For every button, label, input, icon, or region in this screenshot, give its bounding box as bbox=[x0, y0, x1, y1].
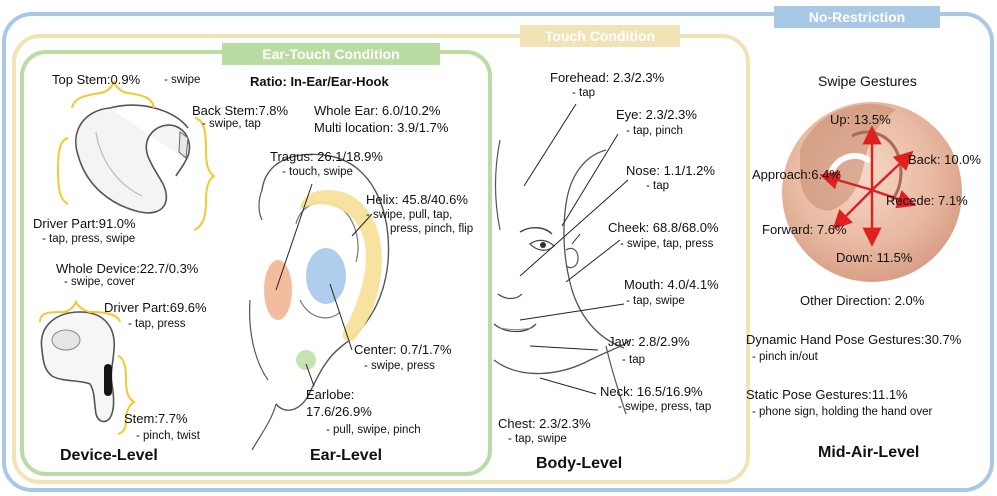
recede-label: Recede: 7.1% bbox=[886, 193, 968, 208]
no-restriction-tab: No-Restriction bbox=[774, 6, 940, 28]
helix-label: Helix: 45.8/40.6% bbox=[366, 192, 468, 207]
center-region bbox=[306, 248, 346, 304]
face-illustration bbox=[494, 140, 630, 414]
eye-label: Eye: 2.3/2.3% bbox=[616, 107, 697, 122]
back-label: Back: 10.0% bbox=[908, 152, 981, 167]
chest-label: Chest: 2.3/2.3% bbox=[498, 416, 591, 431]
nose-label: Nose: 1.1/1.2% bbox=[626, 163, 715, 178]
center-actions: - swipe, press bbox=[364, 360, 435, 373]
tragus-actions: - touch, swipe bbox=[282, 166, 353, 179]
back-stem-actions: - swipe, tap bbox=[202, 118, 261, 131]
neck-actions: - swipe, press, tap bbox=[618, 401, 711, 414]
driver-part-hook-label: Driver Part:91.0% bbox=[33, 216, 136, 231]
driver-part-inear-label: Driver Part:69.6% bbox=[104, 300, 207, 315]
body-level-title: Body-Level bbox=[536, 455, 622, 473]
ratio-label: Ratio: In-Ear/Ear-Hook bbox=[250, 74, 389, 89]
ear-touch-condition-tab: Ear-Touch Condition bbox=[222, 43, 440, 65]
stem-actions: - pinch, twist bbox=[136, 430, 200, 443]
whole-ear-label: Whole Ear: 6.0/10.2% bbox=[314, 103, 440, 118]
mouth-label: Mouth: 4.0/4.1% bbox=[624, 277, 719, 292]
earlobe-region bbox=[296, 350, 316, 370]
helix-actions-1: - swipe, pull, tap, bbox=[366, 209, 452, 222]
jaw-actions: - tap bbox=[622, 354, 645, 367]
whole-device-label: Whole Device:22.7/0.3% bbox=[56, 261, 198, 276]
driver-part-inear-actions: - tap, press bbox=[128, 318, 186, 331]
tragus-label: Tragus: 26.1/18.9% bbox=[270, 149, 383, 164]
static-gestures-label: Static Pose Gestures:11.1% bbox=[746, 387, 908, 402]
earlobe-label: Earlobe: bbox=[306, 387, 354, 402]
swipe-gestures-label: Swipe Gestures bbox=[818, 74, 917, 89]
static-gestures-actions: - phone sign, holding the hand over bbox=[752, 406, 932, 419]
in-ear-earbud-illustration bbox=[41, 312, 114, 421]
back-stem-bracket bbox=[194, 118, 214, 230]
back-stem-label: Back Stem:7.8% bbox=[192, 103, 288, 118]
multi-location-label: Multi location: 3.9/1.7% bbox=[314, 120, 448, 135]
jaw-label: Jaw: 2.8/2.9% bbox=[608, 334, 690, 349]
neck-label: Neck: 16.5/16.9% bbox=[600, 384, 703, 399]
down-label: Down: 11.5% bbox=[836, 250, 912, 265]
mid-air-level-title: Mid-Air-Level bbox=[818, 444, 919, 462]
driver-part-bracket-hook bbox=[58, 138, 68, 204]
cheek-label: Cheek: 68.8/68.0% bbox=[608, 220, 719, 235]
dynamic-gestures-label: Dynamic Hand Pose Gestures:30.7% bbox=[746, 332, 961, 347]
approach-label: Approach:6.4% bbox=[752, 167, 841, 182]
center-label: Center: 0.7/1.7% bbox=[354, 342, 452, 357]
device-level-title: Device-Level bbox=[60, 447, 158, 465]
mouth-actions: - tap, swipe bbox=[626, 295, 685, 308]
touch-condition-tab: Touch Condition bbox=[520, 25, 680, 47]
top-stem-label: Top Stem:0.9% bbox=[52, 72, 140, 87]
eye-actions: - tap, pinch bbox=[626, 125, 683, 138]
stem-label: Stem:7.7% bbox=[124, 411, 188, 426]
tragus-region bbox=[264, 260, 292, 320]
chest-actions: - tap, swipe bbox=[508, 433, 567, 446]
cheek-actions: - swipe, tap, press bbox=[620, 238, 713, 251]
forward-label: Forward: 7.6% bbox=[762, 222, 847, 237]
earlobe-value: 17.6/26.9% bbox=[306, 404, 372, 419]
whole-device-actions: - swipe, cover bbox=[64, 276, 135, 289]
top-stem-actions: - swipe bbox=[164, 74, 200, 87]
driver-part-hook-actions: - tap, press, swipe bbox=[42, 233, 135, 246]
ear-level-title: Ear-Level bbox=[310, 447, 382, 465]
forehead-label: Forehead: 2.3/2.3% bbox=[550, 70, 664, 85]
earlobe-actions: - pull, swipe, pinch bbox=[326, 424, 421, 437]
nose-actions: - tap bbox=[646, 180, 669, 193]
up-label: Up: 13.5% bbox=[830, 112, 891, 127]
dynamic-gestures-actions: - pinch in/out bbox=[752, 351, 818, 364]
forehead-actions: - tap bbox=[572, 87, 595, 100]
other-direction-label: Other Direction: 2.0% bbox=[800, 293, 924, 308]
helix-actions-2: press, pinch, flip bbox=[390, 223, 473, 236]
ear-hook-earbud-illustration bbox=[76, 105, 190, 213]
